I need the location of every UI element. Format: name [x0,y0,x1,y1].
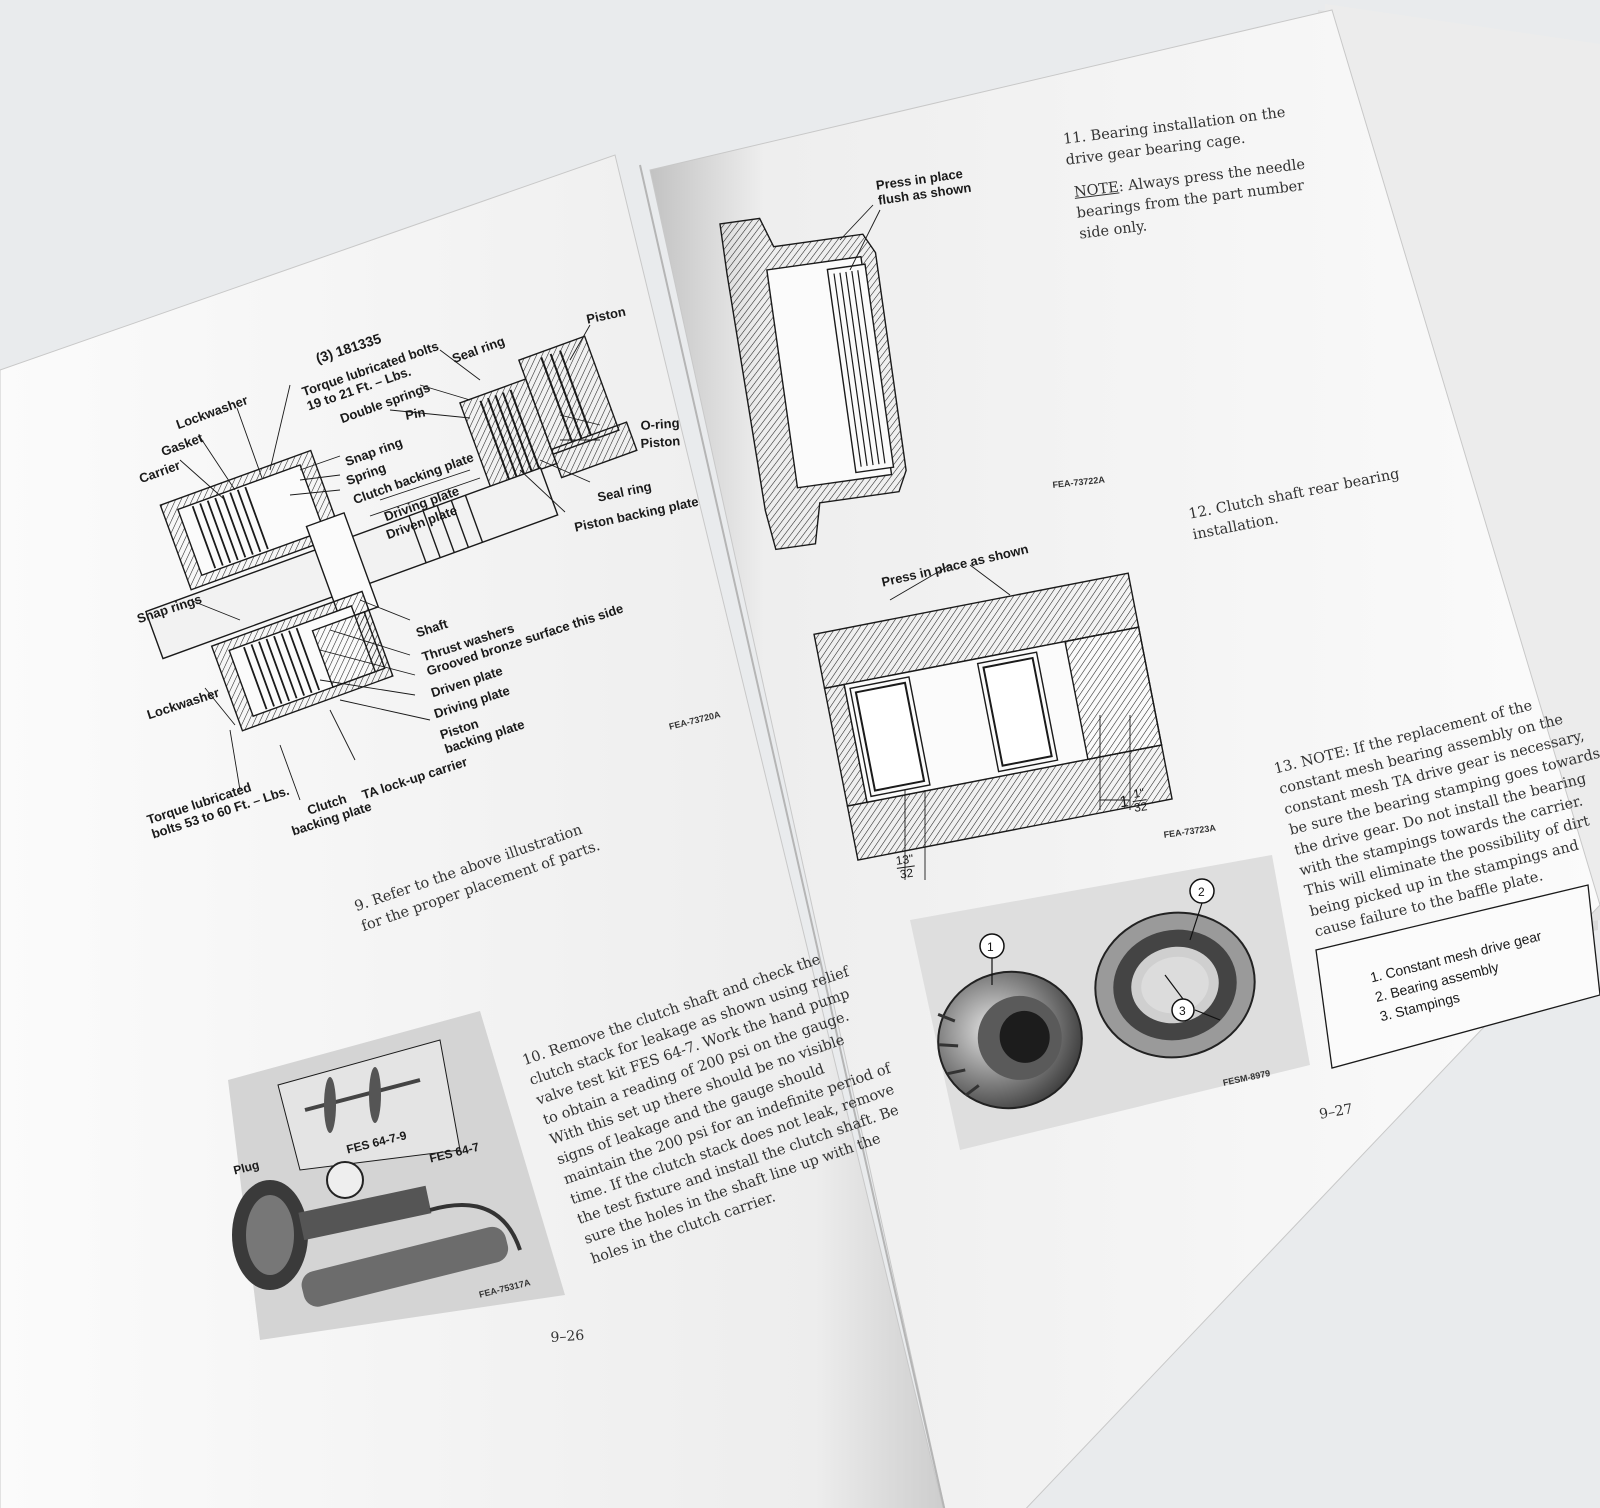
left-page-number: 9–26 [550,1327,585,1346]
legend-box [1315,884,1600,1069]
label-piston-mid: Piston [640,433,681,451]
label-o-ring: O-ring [640,415,680,433]
photo-callout-2: 2 [1198,885,1205,899]
test-kit-photo [228,1011,565,1340]
dimension-13-32: 13" 32 [895,852,916,882]
dimension-1-whole: 1 [1118,793,1130,812]
dimension-2-denominator: 32 [898,865,915,882]
dimension-1-1-32: 1 1" 32 [1118,785,1149,816]
step-11-note-label: NOTE [1073,179,1120,201]
clutch-diagram [144,324,638,801]
rear-bearing-diagram [813,564,1173,880]
gear-bearing-photo [910,855,1310,1150]
photo-callout-3: 3 [1179,1004,1186,1018]
bearing-cage-diagram [719,204,907,551]
photo-callout-1: 1 [987,940,994,954]
dimension-1-denominator: 32 [1133,799,1149,815]
